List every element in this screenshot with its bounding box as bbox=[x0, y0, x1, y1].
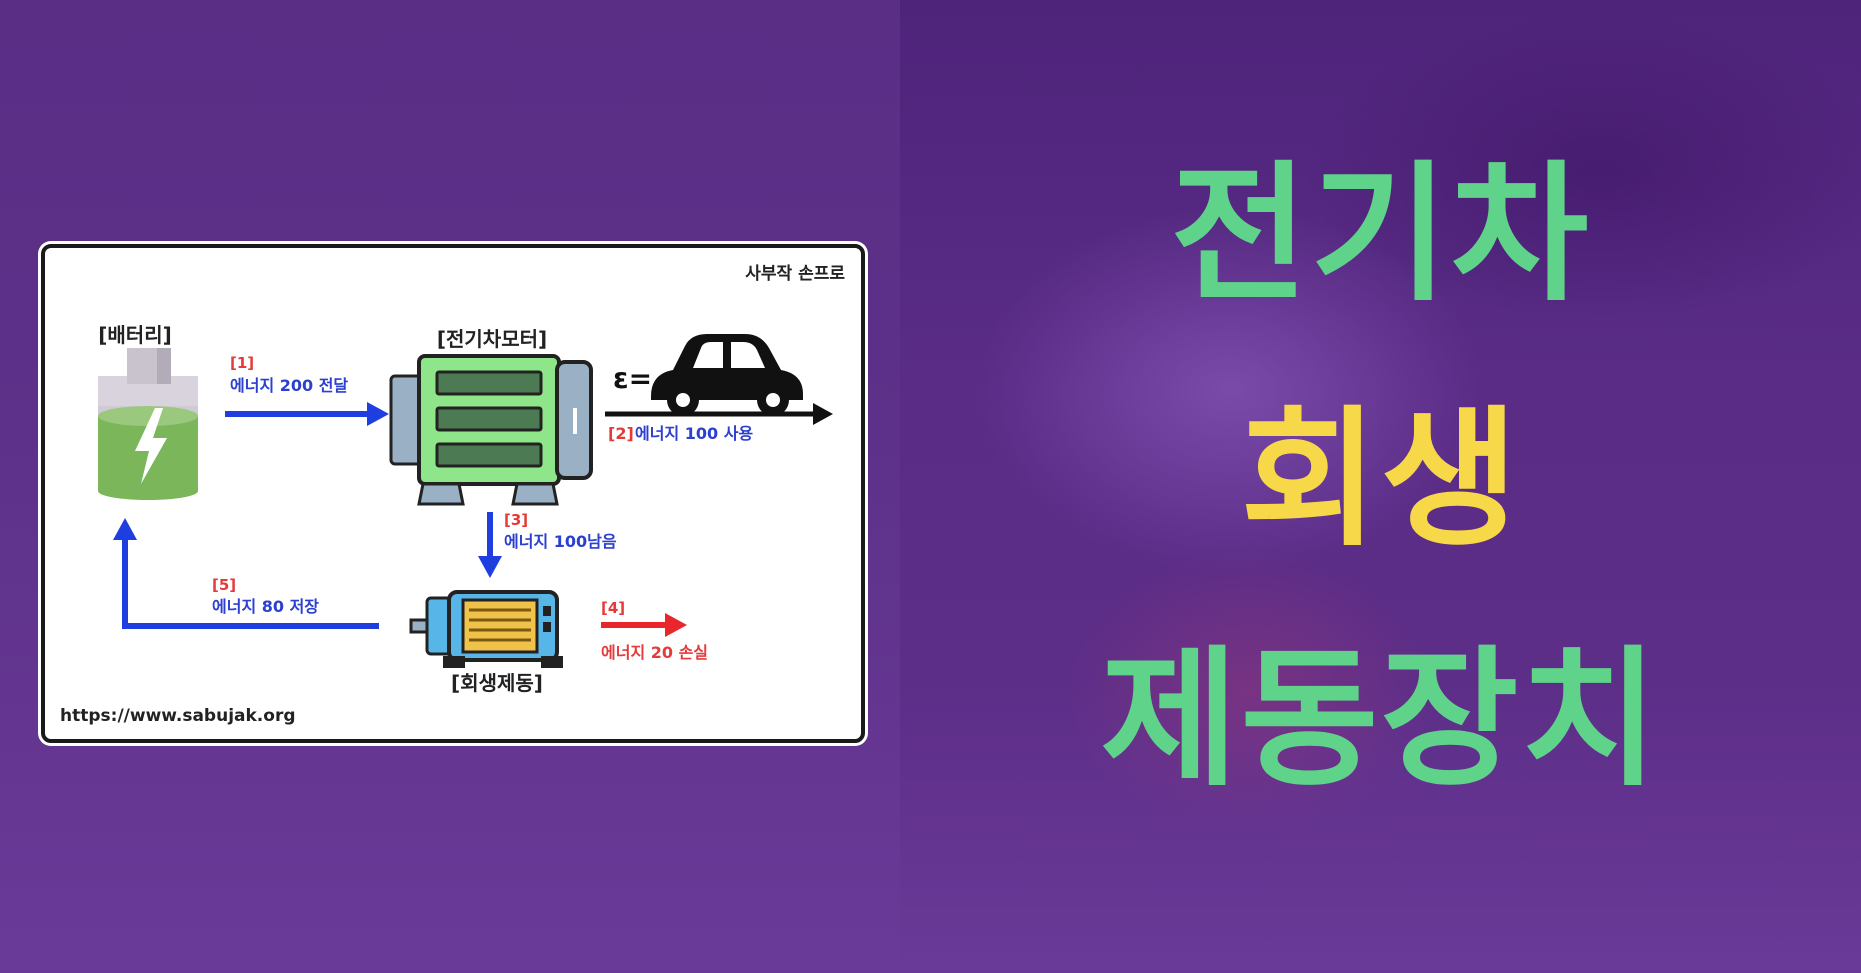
battery-icon bbox=[98, 348, 198, 500]
source-url: https://www.sabujak.org bbox=[60, 706, 296, 726]
car-icon bbox=[651, 334, 803, 416]
step5-text: 에너지 80 저장 bbox=[212, 597, 319, 616]
arrow-motor-to-regen bbox=[478, 512, 502, 578]
step3-text: 에너지 100남음 bbox=[504, 532, 617, 551]
step3-number: [3] bbox=[504, 511, 528, 529]
step4-text: 에너지 20 손실 bbox=[601, 643, 708, 662]
regen-brake-icon bbox=[409, 590, 563, 668]
epsilon-label: ε= bbox=[613, 362, 652, 395]
step2-number: [2] bbox=[608, 424, 634, 443]
title-line-2: 회생 bbox=[1240, 393, 1521, 567]
diagram-card: 사부작 손프로 [배터리] [1] 에너지 200 전달 [전기차모터] bbox=[41, 244, 865, 743]
arrow-regen-loss bbox=[601, 613, 687, 637]
step2-text: 에너지 100 사용 bbox=[635, 424, 753, 443]
arrow-battery-to-motor bbox=[225, 402, 389, 426]
title-line-1: 전기차 bbox=[1170, 148, 1591, 322]
right-background bbox=[900, 0, 1861, 973]
regen-braking-diagram: 사부작 손프로 [배터리] [1] 에너지 200 전달 [전기차모터] bbox=[60, 264, 845, 726]
credit-text: 사부작 손프로 bbox=[745, 264, 845, 284]
arrow-motor-to-car bbox=[605, 403, 833, 425]
regen-label: [회생제동] bbox=[451, 671, 543, 695]
motor-label: [전기차모터] bbox=[437, 327, 547, 351]
step4-number: [4] bbox=[601, 599, 625, 617]
motor-icon bbox=[389, 354, 593, 506]
step5-number: [5] bbox=[212, 576, 236, 594]
step1-text: 에너지 200 전달 bbox=[230, 376, 348, 395]
battery-label: [배터리] bbox=[98, 323, 171, 347]
step1-number: [1] bbox=[230, 354, 254, 372]
title-line-3: 제동장치 bbox=[1100, 633, 1661, 807]
arrow-regen-to-battery bbox=[113, 518, 379, 629]
